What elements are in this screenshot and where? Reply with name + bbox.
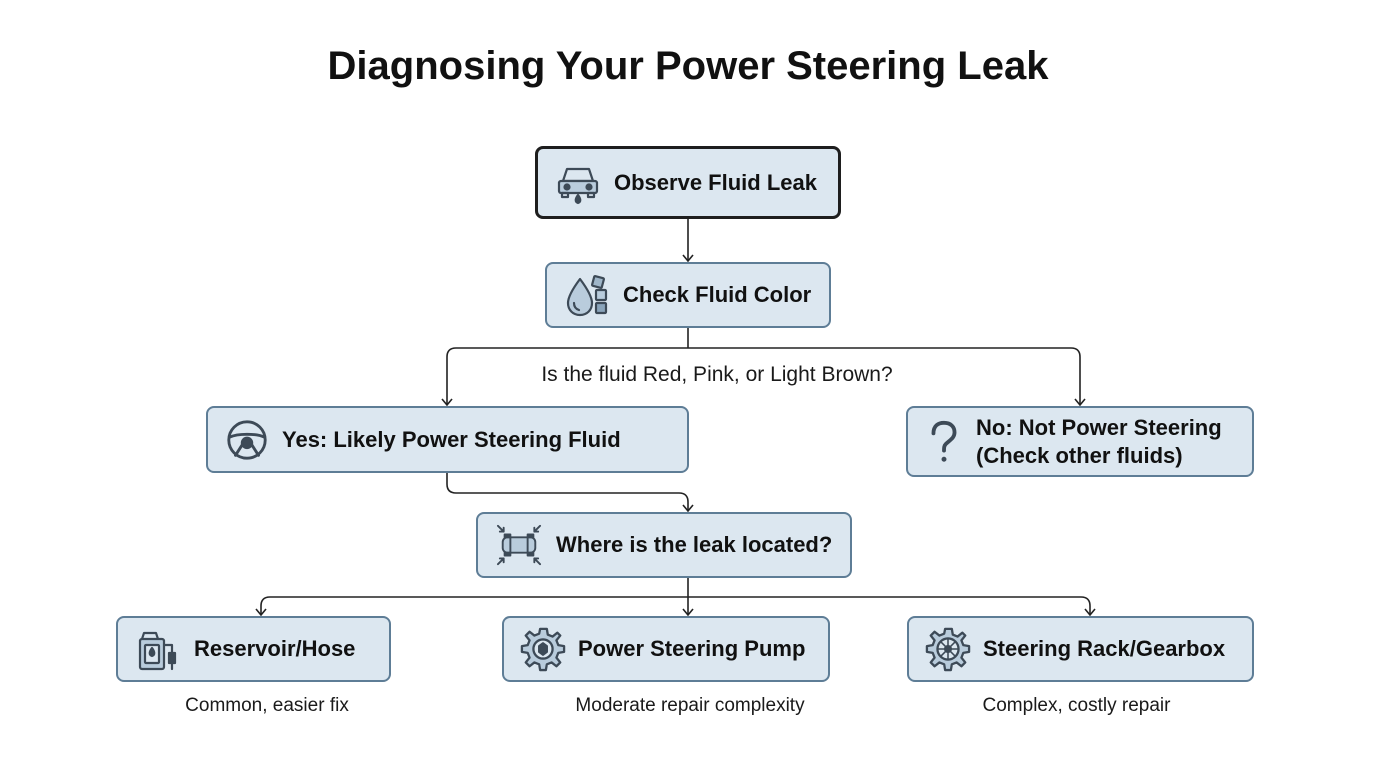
node-label: Steering Rack/Gearbox: [983, 636, 1226, 661]
connector-to-rack: [688, 596, 1096, 617]
page-title: Diagnosing Your Power Steering Leak: [327, 44, 1049, 88]
pump-gear-icon: [520, 626, 566, 672]
connector-to-reservoir: [255, 596, 688, 617]
node-observe-fluid-leak: Observe Fluid Leak: [535, 146, 841, 219]
node-label: No: Not Power Steering (Check other flui…: [976, 414, 1222, 470]
fluid-reservoir-icon: [134, 625, 182, 673]
node-label: Power Steering Pump: [578, 636, 806, 661]
node-label: Observe Fluid Leak: [614, 169, 817, 195]
car-leak-icon: [554, 159, 602, 207]
node-label-line1: No: Not Power Steering: [976, 414, 1222, 440]
connector-to-no: [688, 347, 1086, 407]
gearbox-icon: [925, 626, 971, 672]
note-reservoir: Common, easier fix: [185, 695, 349, 716]
node-reservoir-hose: Reservoir/Hose: [116, 616, 391, 682]
note-pump: Moderate repair complexity: [575, 695, 805, 716]
branch-question: Is the fluid Red, Pink, or Light Brown?: [541, 363, 893, 386]
node-yes-power-steering-fluid: Yes: Likely Power Steering Fluid: [206, 406, 689, 473]
node-steering-rack-gearbox: Steering Rack/Gearbox: [907, 616, 1254, 682]
steering-wheel-icon: [224, 417, 270, 463]
fluid-drop-swatch-icon: [563, 271, 611, 319]
question-mark-icon: [924, 419, 964, 465]
node-where-is-leak: Where is the leak located?: [476, 512, 852, 578]
node-no-not-power-steering: No: Not Power Steering (Check other flui…: [906, 406, 1254, 477]
node-label: Where is the leak located?: [556, 532, 833, 557]
connector-to-yes: [441, 347, 688, 407]
node-power-steering-pump: Power Steering Pump: [502, 616, 830, 682]
note-rack: Complex, costly repair: [982, 695, 1171, 716]
node-check-fluid-color: Check Fluid Color: [545, 262, 831, 328]
node-label: Check Fluid Color: [623, 282, 812, 307]
node-label: Reservoir/Hose: [194, 636, 356, 661]
connector-yes-where: [446, 473, 694, 513]
node-label: Yes: Likely Power Steering Fluid: [282, 426, 621, 452]
node-label-line2: (Check other fluids): [976, 442, 1183, 468]
car-locate-icon: [494, 522, 544, 568]
